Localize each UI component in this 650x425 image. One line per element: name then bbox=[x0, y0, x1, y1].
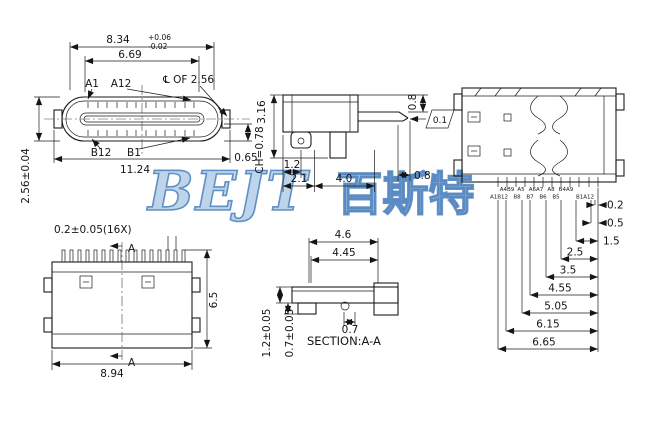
flatness-flag-value: 0.1 bbox=[433, 116, 447, 126]
side-view: 3.16 0.8 0.1 1.2 2.1 4.0 0.8 bbox=[256, 94, 455, 192]
label-pin-a12: A12 bbox=[111, 78, 132, 90]
dim-pinout-8: 6.65 bbox=[532, 337, 555, 349]
front-top-pins bbox=[87, 102, 195, 108]
dim-front-height: 2.56±0.04 bbox=[20, 148, 32, 204]
plan-top-knurl bbox=[474, 87, 602, 97]
dim-front-chamfer: CH=0.78 bbox=[254, 126, 266, 173]
pin-label: B1A12 bbox=[576, 195, 594, 201]
dim-front-outer-width: 8.34 bbox=[106, 34, 130, 46]
front-view: 8.34 +0.06 -0.02 6.69 A1 A12 ℄ OF 2.56 B… bbox=[20, 33, 266, 204]
pin-label: A4B9 bbox=[500, 187, 515, 193]
dim-pinout-6: 5.05 bbox=[544, 301, 567, 313]
dim-section-d3: 0.7 bbox=[342, 324, 359, 336]
dim-section-d1: 4.6 bbox=[335, 229, 352, 241]
dim-footprint-width: 8.94 bbox=[100, 368, 124, 380]
dim-side-d3: 4.0 bbox=[336, 173, 353, 185]
label-centerline-note: ℄ OF 2.56 bbox=[162, 74, 214, 86]
label-pin-b1: B1 bbox=[127, 147, 141, 159]
dim-front-step: 0.65 bbox=[234, 152, 257, 164]
pin-label: A5 bbox=[517, 187, 525, 193]
label-pin-a1: A1 bbox=[85, 78, 99, 90]
pin-label: B4A9 bbox=[559, 187, 574, 193]
pin-label: B8 bbox=[513, 195, 521, 201]
pin-label: B7 bbox=[526, 195, 534, 201]
dim-side-d2: 2.1 bbox=[291, 173, 308, 185]
plan-view bbox=[453, 87, 625, 187]
dim-pinout-3: 2.5 bbox=[567, 247, 584, 259]
front-bottom-pins bbox=[87, 130, 195, 136]
dim-pinout-4: 3.5 bbox=[560, 265, 577, 277]
dim-front-tol-minus: -0.02 bbox=[148, 42, 168, 51]
section-view: 4.6 4.45 0.7 1.2±0.05 0.7±0.05 SECTION:A… bbox=[261, 229, 399, 358]
dim-side-lead-height: 0.8 bbox=[407, 94, 419, 111]
dim-pinout-0: 0.2 bbox=[607, 200, 624, 212]
dim-section-v2: 0.7±0.05 bbox=[284, 309, 296, 358]
section-title: SECTION:A-A bbox=[307, 334, 381, 348]
dim-front-inner-width: 6.69 bbox=[118, 49, 141, 61]
dim-section-v1: 1.2±0.05 bbox=[261, 309, 273, 358]
pin-label: A1B12 bbox=[490, 195, 508, 201]
dim-front-tol-plus: +0.06 bbox=[148, 33, 171, 42]
dim-side-height: 3.16 bbox=[256, 100, 268, 124]
dim-pinout-2: 1.5 bbox=[603, 236, 620, 248]
pin-label: A6A7 bbox=[529, 187, 544, 193]
footprint-pins bbox=[61, 249, 186, 263]
pinout-view: A4B9 A5 A6A7 A8 B4A9 A1B12 B8 B7 B6 B5 B… bbox=[490, 187, 624, 353]
dim-side-d4: 0.8 bbox=[414, 170, 431, 182]
section-arrow-label-bottom: A bbox=[128, 357, 136, 369]
dim-footprint-height: 6.5 bbox=[208, 292, 220, 309]
dim-section-d2: 4.45 bbox=[332, 247, 355, 259]
dim-side-d1: 1.2 bbox=[284, 159, 301, 171]
dim-pinout-5: 4.55 bbox=[548, 283, 571, 295]
pin-label: B5 bbox=[552, 195, 560, 201]
pin-label: A8 bbox=[547, 187, 555, 193]
dim-pinout-1: 0.5 bbox=[607, 218, 624, 230]
footprint-view: A A 0.2±0.05(16X) 6.5 8.94 bbox=[43, 224, 220, 380]
dim-front-total-width: 11.24 bbox=[120, 164, 150, 176]
dim-pinout-7: 6.15 bbox=[536, 319, 559, 331]
pin-label: B6 bbox=[539, 195, 547, 201]
label-pin-b12: B12 bbox=[91, 147, 112, 159]
dim-footprint-pin-note: 0.2±0.05(16X) bbox=[54, 224, 132, 236]
section-arrow-label-top: A bbox=[128, 243, 136, 255]
plan-bottom-pins bbox=[497, 177, 599, 187]
